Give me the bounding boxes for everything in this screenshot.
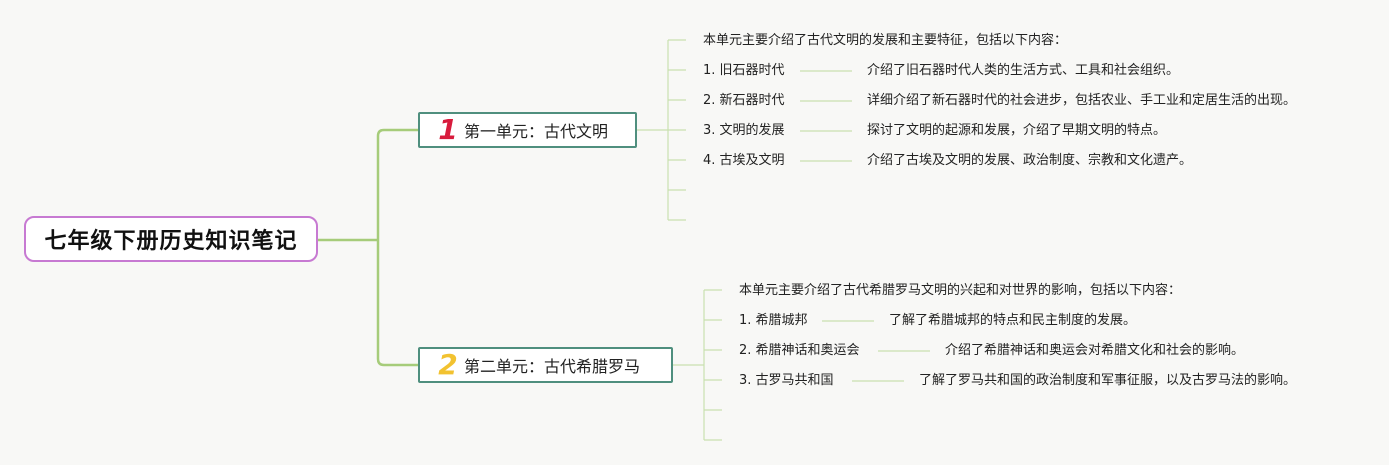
unit-title: 第一单元：古代文明 (464, 122, 609, 141)
root-to-unit1 (376, 128, 418, 240)
topic-label[interactable]: 4. 古埃及文明 (703, 153, 785, 168)
topic-label[interactable]: 1. 旧石器时代 (703, 63, 785, 78)
unit2-connectors (673, 289, 930, 441)
topic-label[interactable]: 1. 希腊城邦 (739, 313, 808, 328)
topic-label[interactable]: 2. 希腊神话和奥运会 (739, 343, 860, 358)
topic-desc[interactable]: 详细介绍了新石器时代的社会进步，包括农业、手工业和定居生活的出现。 (867, 93, 1297, 108)
unit-node-2[interactable]: 2 第二单元：古代希腊罗马 (418, 347, 673, 383)
topic-desc[interactable]: 了解了罗马共和国的政治制度和军事征服，以及古罗马法的影响。 (919, 373, 1297, 388)
root-to-unit2 (376, 240, 418, 367)
topic-label[interactable]: 3. 古罗马共和国 (739, 373, 834, 388)
topic-desc[interactable]: 探讨了文明的起源和发展，介绍了早期文明的特点。 (867, 123, 1167, 138)
topic-desc[interactable]: 介绍了古埃及文明的发展、政治制度、宗教和文化遗产。 (867, 153, 1193, 168)
unit1-connectors (637, 39, 852, 221)
unit-node-1[interactable]: 1 第一单元：古代文明 (418, 112, 637, 148)
unit-number-badge: 1 (438, 113, 458, 146)
topic-label[interactable]: 3. 文明的发展 (703, 123, 785, 138)
unit-title: 第二单元：古代希腊罗马 (464, 357, 641, 376)
root-node[interactable]: 七年级下册历史知识笔记 (24, 216, 318, 262)
unit2-intro[interactable]: 本单元主要介绍了古代希腊罗马文明的兴起和对世界的影响，包括以下内容： (739, 283, 1182, 298)
topic-label[interactable]: 2. 新石器时代 (703, 93, 785, 108)
topic-desc[interactable]: 了解了希腊城邦的特点和民主制度的发展。 (889, 313, 1137, 328)
topic-desc[interactable]: 介绍了旧石器时代人类的生活方式、工具和社会组织。 (867, 63, 1180, 78)
unit-number-badge: 2 (438, 348, 458, 381)
topic-desc[interactable]: 介绍了希腊神话和奥运会对希腊文化和社会的影响。 (945, 343, 1245, 358)
root-connectors (318, 128, 418, 367)
root-title: 七年级下册历史知识笔记 (44, 229, 298, 254)
unit1-intro[interactable]: 本单元主要介绍了古代文明的发展和主要特征，包括以下内容： (703, 33, 1068, 48)
